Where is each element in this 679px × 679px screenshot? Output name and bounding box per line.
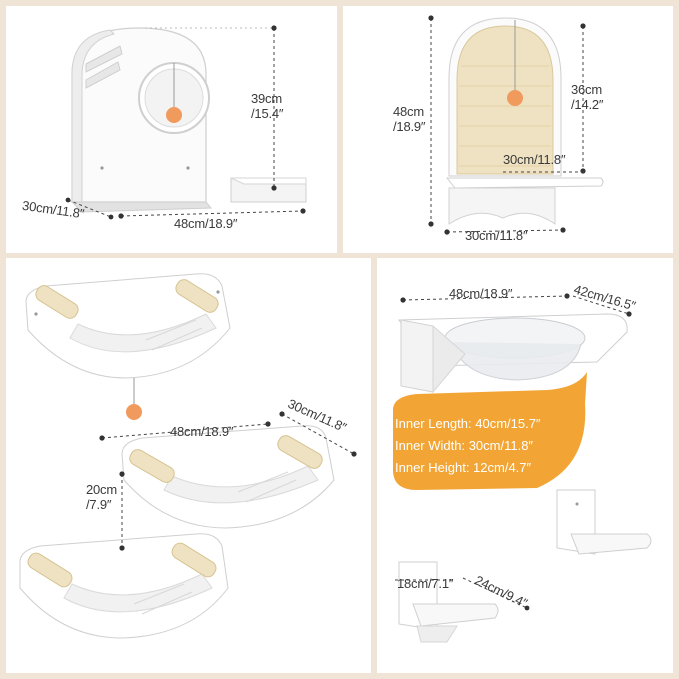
hammock-pompom-toy — [126, 404, 142, 420]
house-height-in: /15.4″ — [251, 106, 284, 121]
hammock-spacing-label: 20cm /7.9″ — [86, 482, 117, 512]
house-height-cm: 39cm — [251, 91, 282, 106]
hammocks-illustration — [19, 273, 357, 639]
house-height-label: 39cm /15.4″ — [251, 91, 284, 121]
pompom-toy — [166, 107, 182, 123]
hammock-middle — [121, 425, 335, 529]
scratcher-illustration — [428, 15, 604, 235]
bowl-shelf-width-label: 48cm/18.9″ — [449, 286, 513, 301]
step-width-label: 18cm/7.1″ — [397, 576, 454, 591]
scratcher-panel: 48cm /18.9″ 36cm /14.2″ 30cm/11.8″ 30cm/… — [343, 6, 673, 253]
scratcher-board-height-in: /14.2″ — [571, 97, 604, 112]
inner-length-spec: Inner Length: 40cm/15.7″ — [395, 416, 541, 431]
house-width-label: 48cm/18.9″ — [174, 216, 238, 231]
inner-height-spec: Inner Height: 12cm/4.7″ — [395, 460, 532, 475]
bowl-shelf-panel: 48cm/18.9″ 42cm/16.5″ Inner Length: 40cm… — [377, 258, 673, 673]
scratcher-total-height-in: /18.9″ — [393, 119, 426, 134]
scratcher-board-height-label: 36cm /14.2″ — [571, 82, 604, 112]
cat-house-panel: 39cm /15.4″ 30cm/11.8″ 48cm/18.9″ — [6, 6, 337, 253]
scratcher-total-height-label: 48cm /18.9″ — [393, 104, 426, 134]
inner-width-spec: Inner Width: 30cm/11.8″ — [395, 438, 534, 453]
scratcher-width-label: 30cm/11.8″ — [465, 228, 528, 243]
scratcher-total-height-cm: 48cm — [393, 104, 424, 119]
hammock-width-label: 48cm/18.9″ — [170, 424, 234, 439]
scratcher-board-height-cm: 36cm — [571, 82, 602, 97]
hammocks-panel: 48cm/18.9″ 30cm/11.8″ 20cm /7.9″ — [6, 258, 371, 673]
hammock-top — [25, 273, 231, 379]
hammock-spacing-cm: 20cm — [86, 482, 117, 497]
inner-specs-list: Inner Length: 40cm/15.7″ Inner Width: 30… — [395, 413, 541, 479]
bowl-shelf-illustration — [393, 293, 652, 643]
hammock-bottom — [19, 533, 229, 639]
hammock-spacing-in: /7.9″ — [86, 497, 112, 512]
inner-specs-callout — [393, 372, 587, 490]
scratcher-pompom-toy — [507, 90, 523, 106]
cat-house-illustration — [65, 25, 307, 220]
scratcher-depth-label: 30cm/11.8″ — [503, 152, 566, 167]
